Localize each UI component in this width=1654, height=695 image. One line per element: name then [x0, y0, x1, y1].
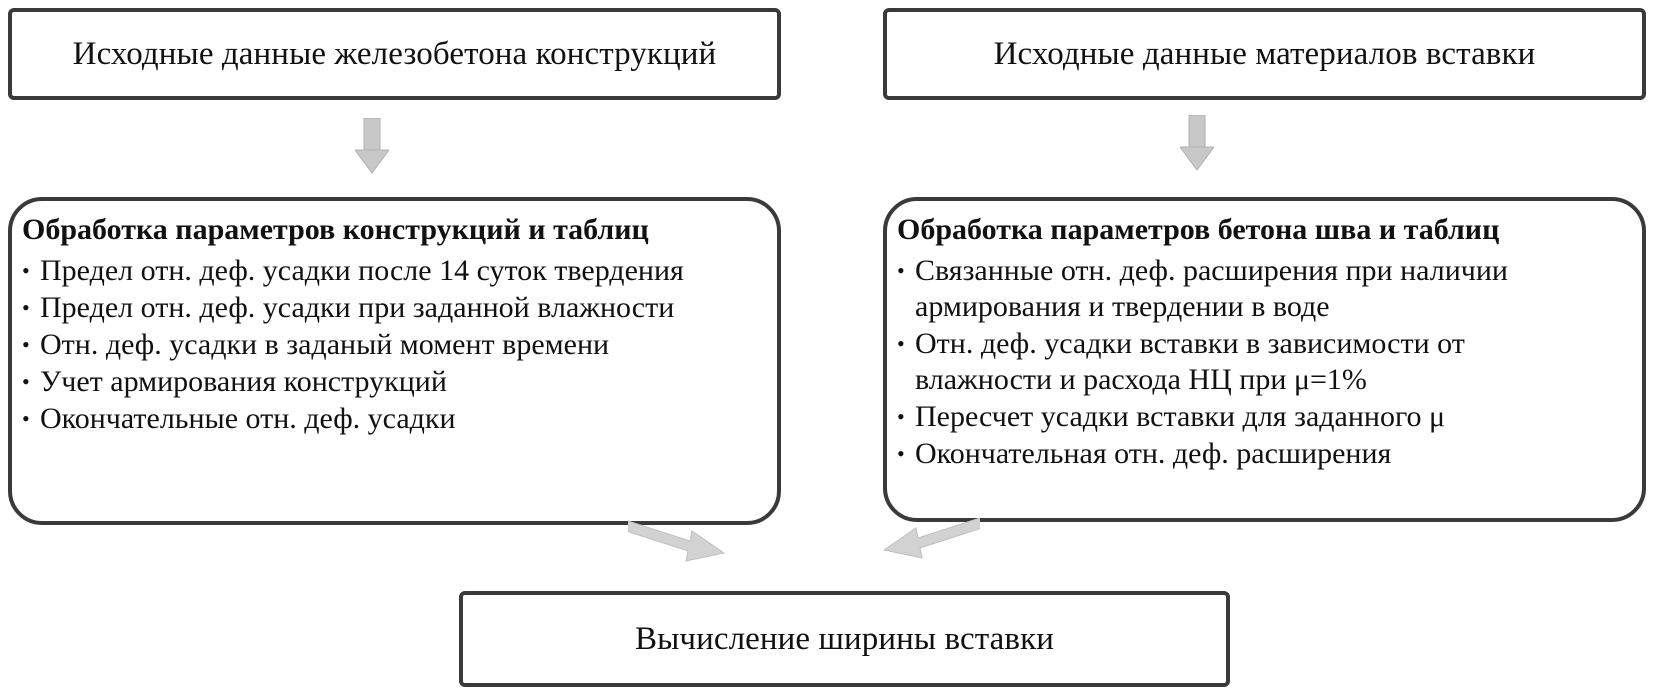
- joint-concrete-processing-box: Обработка параметров бетона шва и таблиц…: [883, 197, 1646, 522]
- bullet-icon: •: [897, 404, 905, 429]
- list-item: •Предел отн. деф. усадки при заданной вл…: [22, 291, 675, 324]
- bullet-icon: •: [22, 406, 30, 431]
- list-item: •Окончательная отн. деф. расширения: [897, 437, 1392, 470]
- insert-width-calculation-label: Вычисление ширины вставки: [634, 620, 1054, 657]
- diagonal-arrow-right-icon: [882, 517, 980, 559]
- bullet-icon: •: [22, 258, 30, 283]
- input-data-insert-materials-box: Исходные данные материалов вставки: [883, 8, 1646, 100]
- list-item: •Окончательные отн. деф. усадки: [22, 402, 456, 435]
- diagonal-arrow-left-icon: [628, 520, 726, 562]
- list-item: •Пересчет усадки вставки для заданного μ: [897, 400, 1446, 433]
- list-item: •Отн. деф. усадки в заданый момент време…: [22, 328, 610, 361]
- input-data-structures-label: Исходные данные железобетона конструкций: [72, 35, 717, 72]
- list-item: •Отн. деф. усадки вставки в зависимости …: [897, 327, 1465, 396]
- joint-concrete-processing-title: Обработка параметров бетона шва и таблиц: [897, 213, 1500, 246]
- structures-processing-list: •Предел отн. деф. усадки после 14 суток …: [12, 253, 777, 437]
- down-arrow-right-icon: [1180, 115, 1214, 171]
- list-item: •Связанные отн. деф. расширения при нали…: [897, 254, 1508, 323]
- input-data-insert-materials-label: Исходные данные материалов вставки: [993, 35, 1536, 72]
- bullet-icon: •: [897, 258, 905, 283]
- insert-width-calculation-box: Вычисление ширины вставки: [459, 591, 1230, 687]
- input-data-structures-box: Исходные данные железобетона конструкций: [8, 8, 781, 100]
- bullet-icon: •: [22, 332, 30, 357]
- bullet-icon: •: [897, 331, 905, 356]
- bullet-icon: •: [22, 295, 30, 320]
- joint-concrete-processing-list: •Связанные отн. деф. расширения при нали…: [887, 253, 1642, 472]
- structures-processing-title: Обработка параметров конструкций и табли…: [22, 213, 649, 246]
- bullet-icon: •: [897, 441, 905, 466]
- list-item: •Предел отн. деф. усадки после 14 суток …: [22, 254, 684, 287]
- bullet-icon: •: [22, 369, 30, 394]
- down-arrow-left-icon: [355, 118, 389, 174]
- structures-processing-box: Обработка параметров конструкций и табли…: [8, 197, 781, 525]
- list-item: •Учет армирования конструкций: [22, 365, 447, 398]
